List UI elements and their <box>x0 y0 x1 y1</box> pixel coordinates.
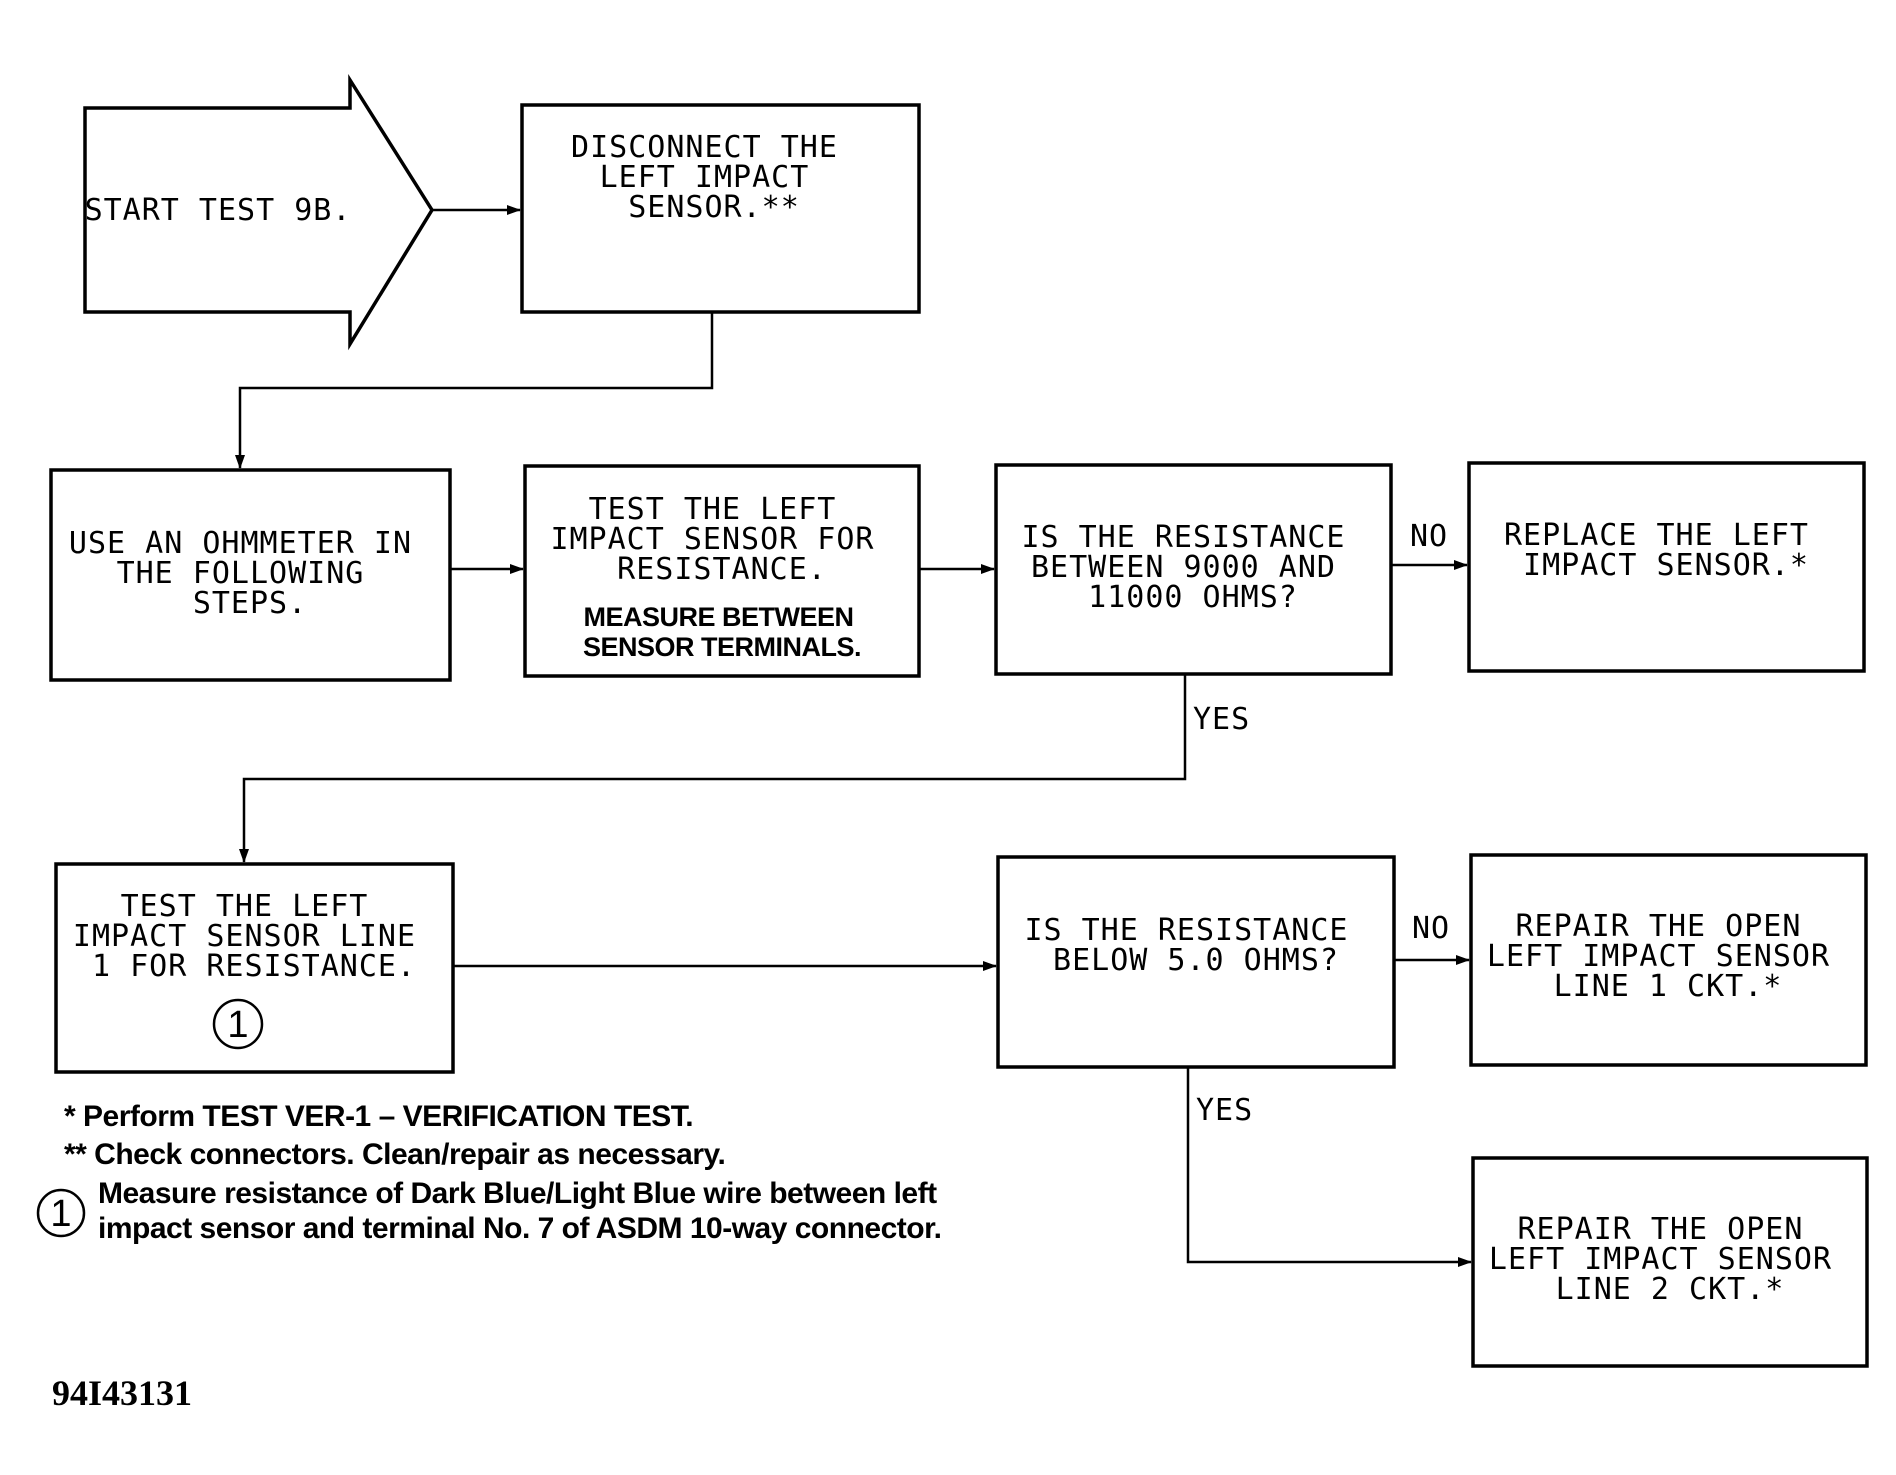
edge-decision1-yes <box>239 674 1187 863</box>
test-line1-line-3: 1 FOR RESISTANCE. <box>92 949 416 984</box>
ohmmeter-line-1: USE AN OHMMETER IN <box>69 526 412 561</box>
repair-line1-node: REPAIR THE OPEN LEFT IMPACT SENSOR LINE … <box>1469 853 1868 1067</box>
figure-code: 94I43131 <box>52 1373 192 1413</box>
use-ohmmeter-text: USE AN OHMMETER IN THE FOLLOWING STEPS. <box>69 526 431 621</box>
replace-sensor-text: REPLACE THE LEFT IMPACT SENSOR.* <box>1504 518 1828 583</box>
test-line1-node: TEST THE LEFT IMPACT SENSOR LINE 1 FOR R… <box>54 862 455 1074</box>
edge-label-yes-2: YES <box>1196 1093 1253 1128</box>
repair1-line-2: LEFT IMPACT SENSOR <box>1487 939 1830 974</box>
edge-decision2-yes <box>1186 1067 1472 1267</box>
decision-resistance-below-text: IS THE RESISTANCE BELOW 5.0 OHMS? <box>1024 913 1367 978</box>
repair2-line-2: LEFT IMPACT SENSOR <box>1489 1242 1832 1277</box>
test-sensor-node: TEST THE LEFT IMPACT SENSOR FOR RESISTAN… <box>523 464 921 678</box>
repair1-line-3: LINE 1 CKT.* <box>1554 969 1783 1004</box>
range-line-1: IS THE RESISTANCE <box>1021 520 1345 555</box>
below-line-1: IS THE RESISTANCE <box>1024 913 1348 948</box>
test-sensor-line-1: TEST THE LEFT <box>589 492 837 527</box>
note-circle-text: Measure resistance of Dark Blue/Light Bl… <box>98 1177 944 1245</box>
decision-resistance-range-text: IS THE RESISTANCE BETWEEN 9000 AND 11000… <box>1021 520 1364 615</box>
circled-marker-number: 1 <box>227 1004 248 1046</box>
below-line-2: BELOW 5.0 OHMS? <box>1053 943 1339 978</box>
repair2-line-3: LINE 2 CKT.* <box>1556 1272 1785 1307</box>
note-single-star: * Perform TEST VER-1 – VERIFICATION TEST… <box>64 1100 693 1133</box>
ohmmeter-line-2: THE FOLLOWING <box>117 556 365 591</box>
decision-resistance-range-node: IS THE RESISTANCE BETWEEN 9000 AND 11000… <box>994 463 1393 676</box>
test-sensor-line-2: IMPACT SENSOR FOR <box>550 522 874 557</box>
test-sensor-note-2: SENSOR TERMINALS. <box>583 632 861 662</box>
note-circled-marker-icon <box>36 1188 86 1238</box>
disconnect-sensor-text: DISCONNECT THE LEFT IMPACT SENSOR.** <box>571 130 857 225</box>
repair-line2-text: REPAIR THE OPEN LEFT IMPACT SENSOR LINE … <box>1489 1212 1851 1307</box>
disconnect-line-1: DISCONNECT THE <box>571 130 838 165</box>
test-sensor-note: MEASURE BETWEEN SENSOR TERMINALS. <box>583 602 861 662</box>
repair1-line-1: REPAIR THE OPEN <box>1516 909 1802 944</box>
test-sensor-text: TEST THE LEFT IMPACT SENSOR FOR RESISTAN… <box>550 492 893 587</box>
ohmmeter-line-3: STEPS. <box>193 586 307 621</box>
decision-resistance-below-node: IS THE RESISTANCE BELOW 5.0 OHMS? <box>996 855 1396 1069</box>
repair2-line-1: REPAIR THE OPEN <box>1518 1212 1804 1247</box>
replace-line-2: IMPACT SENSOR.* <box>1523 548 1809 583</box>
start-node: START TEST 9B. <box>83 73 435 351</box>
note-double-star: ** Check connectors. Clean/repair as nec… <box>64 1138 725 1171</box>
disconnect-sensor-node: DISCONNECT THE LEFT IMPACT SENSOR.** <box>520 103 921 314</box>
range-line-3: 11000 OHMS? <box>1088 580 1298 615</box>
disconnect-line-3: SENSOR.** <box>628 190 800 225</box>
test-line1-line-1: TEST THE LEFT <box>121 889 369 924</box>
start-label: START TEST 9B. <box>85 193 352 228</box>
edge-label-no-2: NO <box>1412 911 1450 946</box>
note-circled-marker-number: 1 <box>50 1193 71 1235</box>
edge-label-yes-1: YES <box>1193 702 1250 737</box>
replace-sensor-node: REPLACE THE LEFT IMPACT SENSOR.* <box>1467 461 1866 673</box>
circled-marker-icon <box>212 998 264 1050</box>
test-sensor-note-1: MEASURE BETWEEN <box>583 602 853 632</box>
note-circle-line-1: Measure resistance of Dark Blue/Light Bl… <box>98 1177 937 1210</box>
disconnect-line-2: LEFT IMPACT <box>600 160 810 195</box>
replace-line-1: REPLACE THE LEFT <box>1504 518 1809 553</box>
repair-line1-text: REPAIR THE OPEN LEFT IMPACT SENSOR LINE … <box>1487 909 1849 1004</box>
test-sensor-line-3: RESISTANCE. <box>617 552 827 587</box>
range-line-2: BETWEEN 9000 AND <box>1031 550 1336 585</box>
repair-line2-node: REPAIR THE OPEN LEFT IMPACT SENSOR LINE … <box>1471 1156 1869 1368</box>
note-circle-line-2: impact sensor and terminal No. 7 of ASDM… <box>98 1212 941 1245</box>
test-line1-text: TEST THE LEFT IMPACT SENSOR LINE 1 FOR R… <box>73 889 435 984</box>
edge-label-no-1: NO <box>1410 519 1448 554</box>
edge-disconnect-to-ohmmeter <box>235 312 714 469</box>
test-line1-line-2: IMPACT SENSOR LINE <box>73 919 416 954</box>
use-ohmmeter-node: USE AN OHMMETER IN THE FOLLOWING STEPS. <box>49 468 452 682</box>
